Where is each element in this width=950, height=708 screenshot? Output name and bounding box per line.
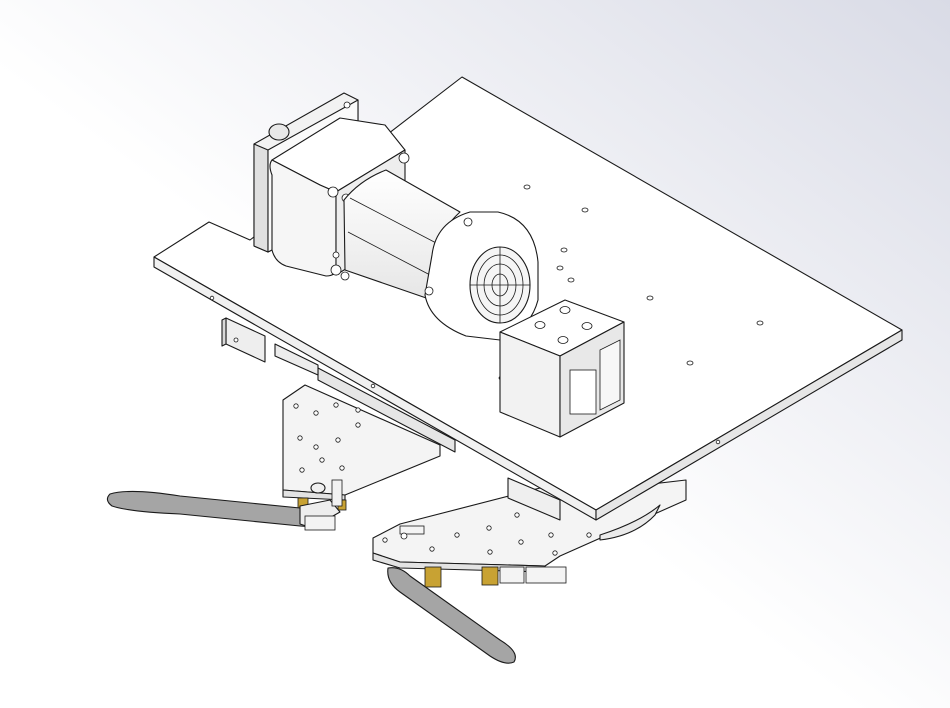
cube-top-holes	[534, 306, 593, 344]
right-clamp-plate-holes	[382, 512, 592, 556]
fan-grille-icon	[469, 246, 531, 324]
main-plate-holes	[209, 184, 764, 445]
brass-standoff	[481, 566, 499, 586]
toggle-clamp-handle-icon[interactable]	[106, 479, 343, 531]
toggle-clamp-handle-icon[interactable]	[387, 525, 516, 664]
gear-motor-icon[interactable]	[343, 169, 539, 341]
brass-standoff	[424, 566, 442, 588]
rotary-disc	[599, 504, 661, 541]
clamp-cube-block[interactable]	[499, 299, 625, 438]
left-clamp-plate-holes	[293, 402, 361, 473]
